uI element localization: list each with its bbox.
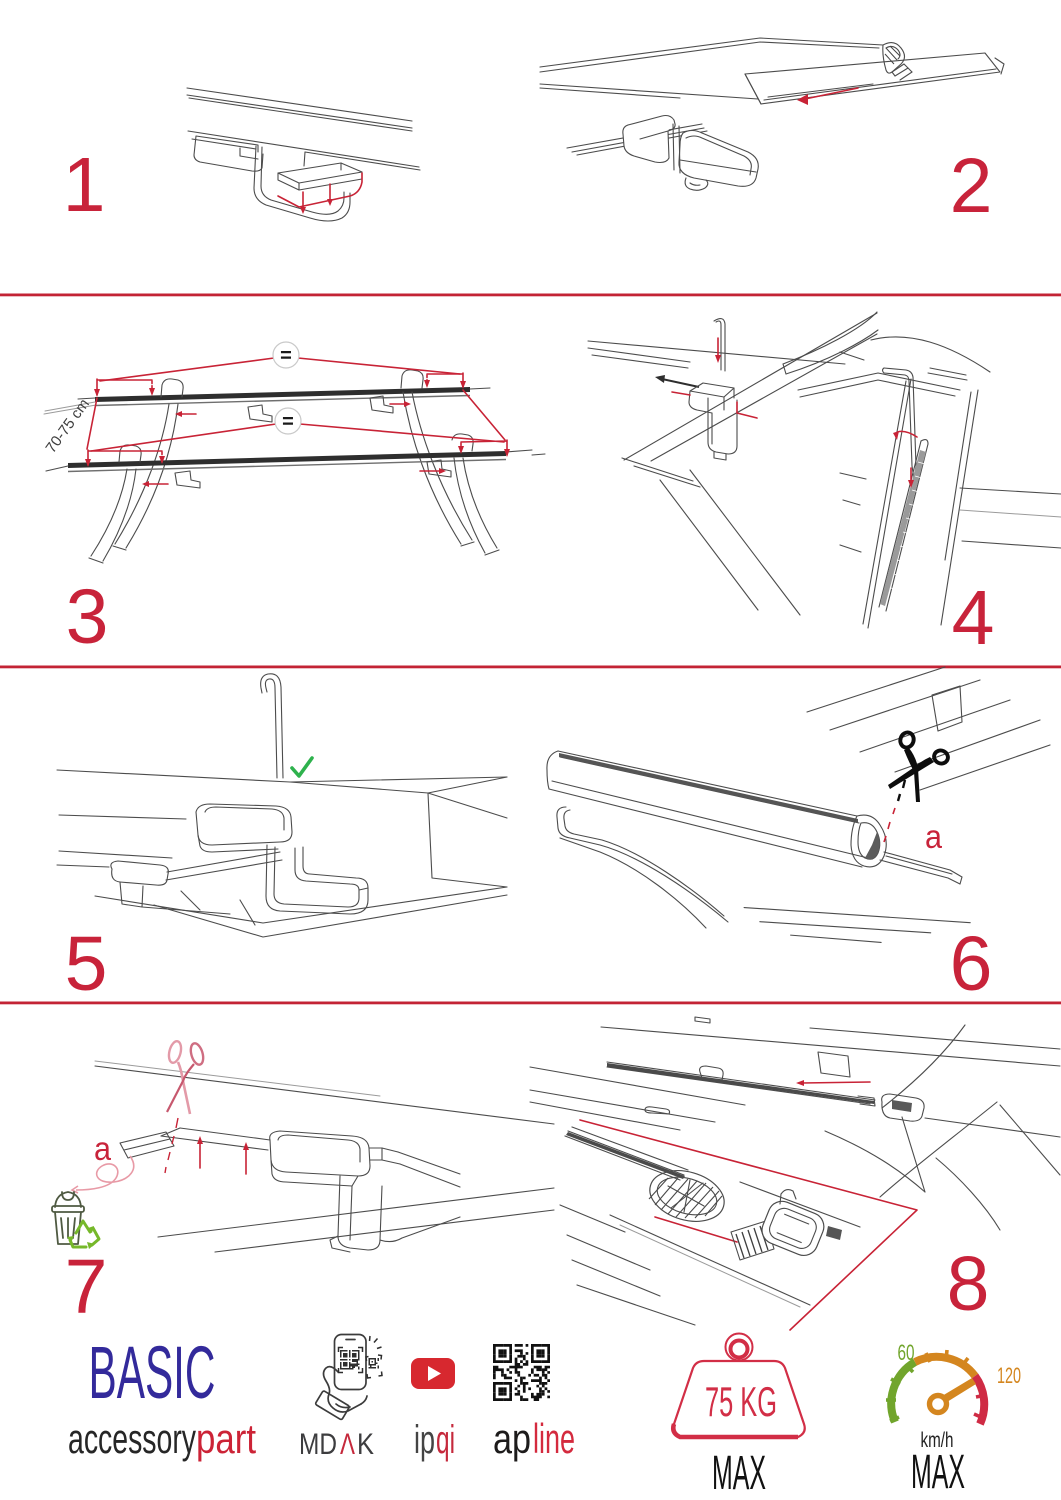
svg-text:accessory: accessory	[68, 1415, 196, 1462]
svg-text:K: K	[357, 1428, 374, 1461]
svg-text:70-75 cm: 70-75 cm	[42, 396, 93, 457]
svg-text:Λ: Λ	[340, 1428, 355, 1461]
svg-text:3: 3	[66, 574, 109, 660]
svg-text:5: 5	[65, 921, 108, 1007]
svg-text:8: 8	[947, 1241, 990, 1327]
svg-text:line: line	[533, 1415, 575, 1462]
svg-text:60: 60	[898, 1340, 915, 1365]
svg-text:120: 120	[997, 1363, 1021, 1388]
svg-text:=: =	[282, 411, 294, 433]
svg-text:7: 7	[65, 1244, 108, 1330]
svg-text:km/h: km/h	[921, 1429, 954, 1452]
svg-text:BASIC: BASIC	[89, 1331, 216, 1414]
svg-text:1: 1	[63, 142, 106, 228]
svg-text:6: 6	[950, 921, 993, 1007]
svg-text:qi: qi	[436, 1418, 455, 1462]
svg-text:ip: ip	[414, 1418, 435, 1462]
svg-text:part: part	[196, 1415, 256, 1462]
svg-text:MD: MD	[299, 1428, 337, 1461]
svg-text:2: 2	[950, 143, 993, 229]
svg-text:4: 4	[952, 575, 995, 661]
svg-text:a: a	[925, 818, 943, 855]
svg-text:MAX: MAX	[911, 1446, 965, 1499]
svg-text:=: =	[280, 345, 292, 367]
svg-text:a: a	[94, 1130, 112, 1167]
svg-text:ap: ap	[493, 1415, 531, 1462]
svg-text:MAX: MAX	[712, 1447, 766, 1500]
svg-text:75 KG: 75 KG	[705, 1378, 777, 1425]
